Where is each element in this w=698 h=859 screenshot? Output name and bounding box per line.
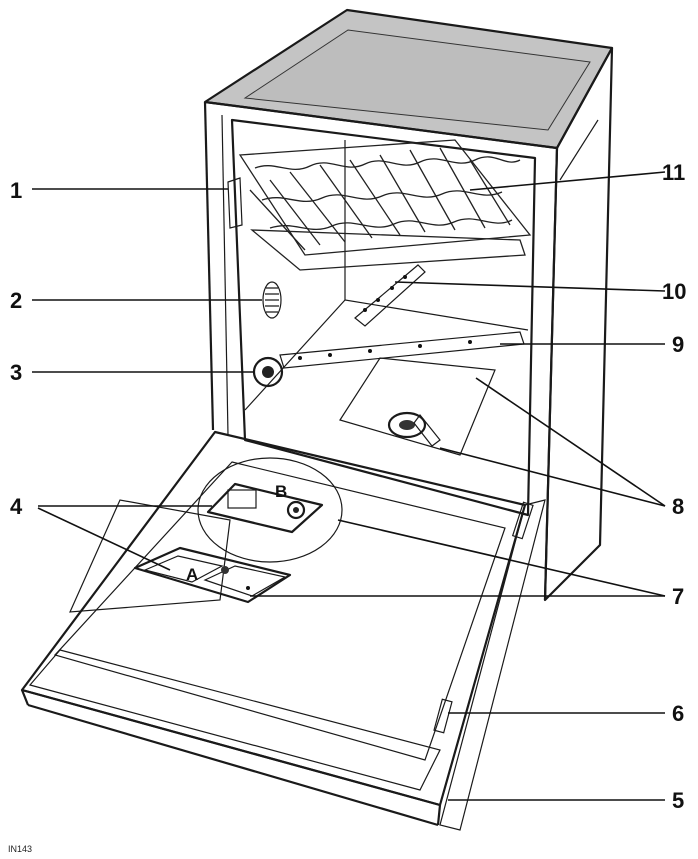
callout-7: 7 (672, 584, 684, 609)
sub-label-b: B (275, 482, 287, 501)
callout-3: 3 (10, 360, 22, 385)
callout-11: 11 (662, 160, 685, 185)
callout-6: 6 (672, 701, 684, 726)
callout-1: 1 (10, 178, 22, 203)
open-door (20, 430, 546, 831)
dishwasher-cabinet (203, 8, 614, 602)
callout-8: 8 (672, 494, 684, 519)
sub-label-a: A (186, 565, 198, 584)
figure-code: IN143 (8, 844, 32, 854)
upper-basket (238, 139, 532, 327)
callout-9: 9 (672, 332, 684, 357)
callout-2: 2 (10, 288, 22, 313)
callout-4: 4 (10, 494, 23, 519)
callout-10: 10 (662, 279, 686, 304)
leader-lines (32, 171, 666, 801)
callout-5: 5 (672, 788, 684, 813)
